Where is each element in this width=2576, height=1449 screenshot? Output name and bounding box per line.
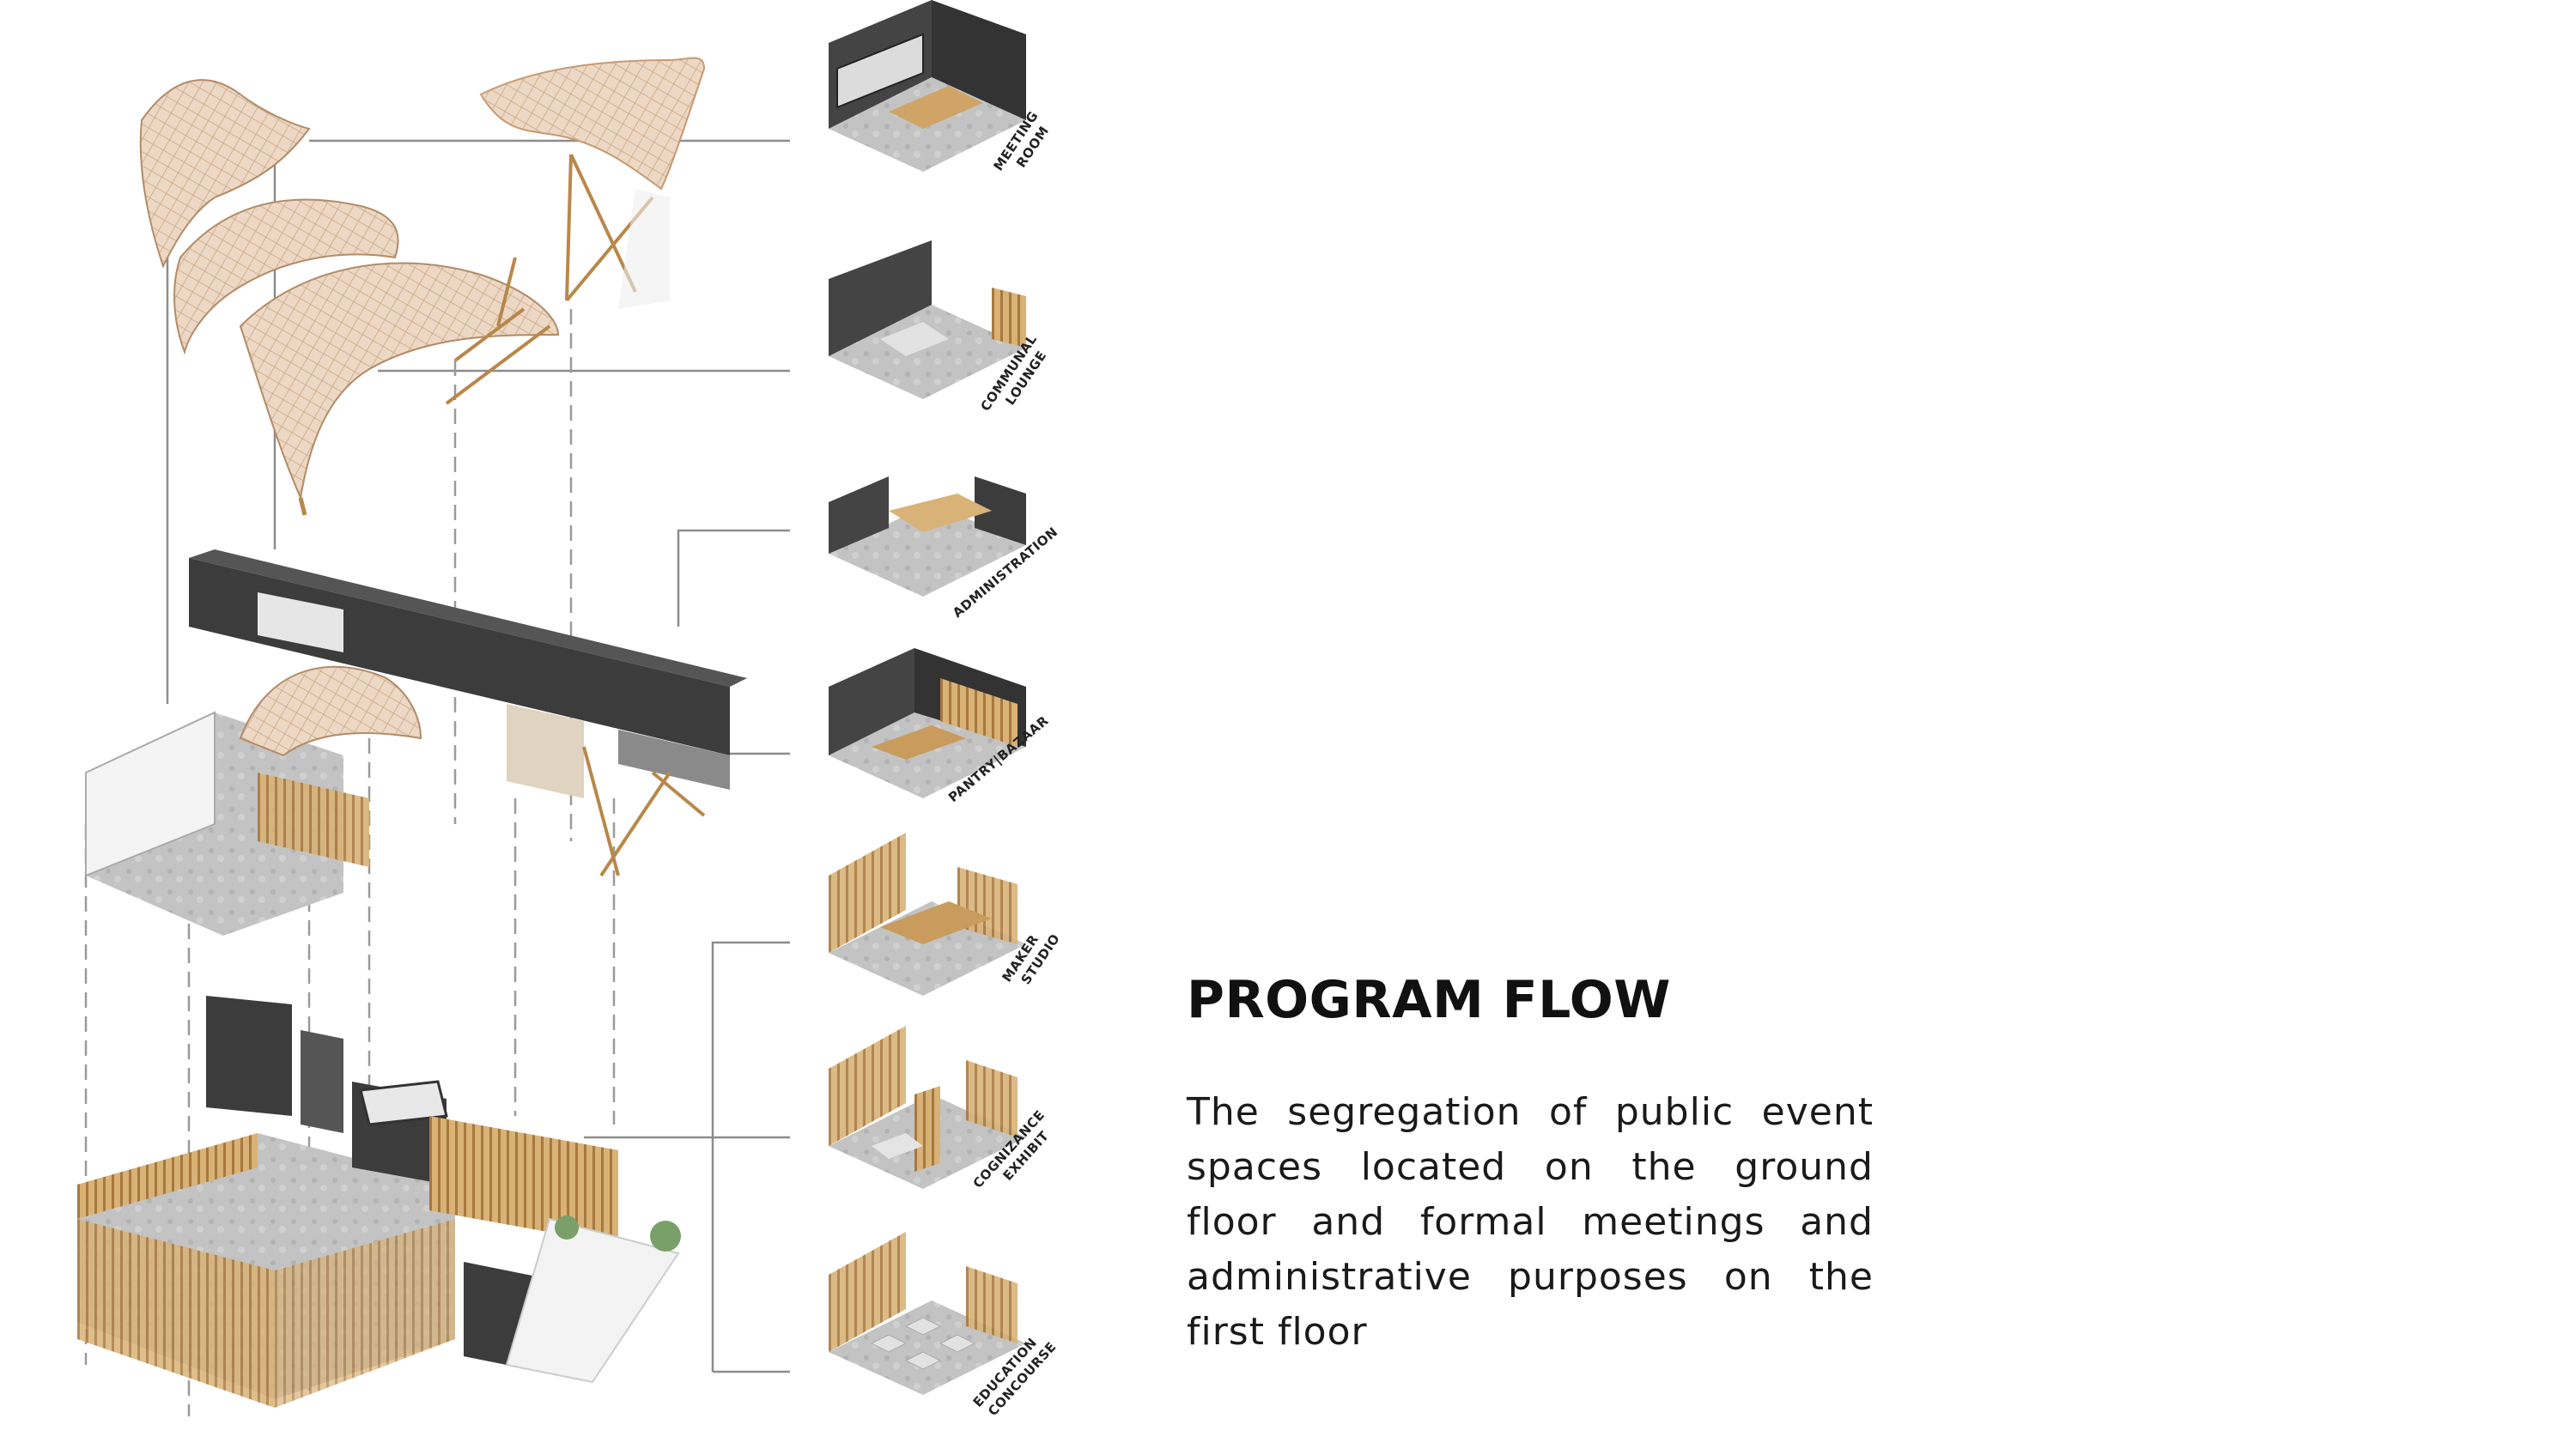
room-vignette-cognizance-exhibit [829,1026,1026,1189]
room-vignette-meeting-room [829,0,1026,172]
first-floor-containers [85,549,747,936]
text-panel: PROGRAM FLOW The segregation of public e… [1187,970,1874,1360]
page-title: PROGRAM FLOW [1187,970,1671,1030]
roof-canopy-left [139,79,560,516]
exploded-axonometric-diagram: MEETING ROOM COMMUNAL LOUNGE ADMINISTRAT… [77,0,1063,1419]
room-vignette-education-concourse [829,1232,1026,1395]
description-text: The segregation of public event spaces l… [1187,1090,1874,1354]
room-vignette-communal-lounge [829,240,1026,399]
room-vignette-pantry-bazaar [829,648,1026,798]
roof-canopy-right [479,57,706,309]
room-vignette-maker-studio [829,833,1026,996]
room-vignette-administration [829,476,1026,597]
ground-floor-structure [77,996,681,1408]
